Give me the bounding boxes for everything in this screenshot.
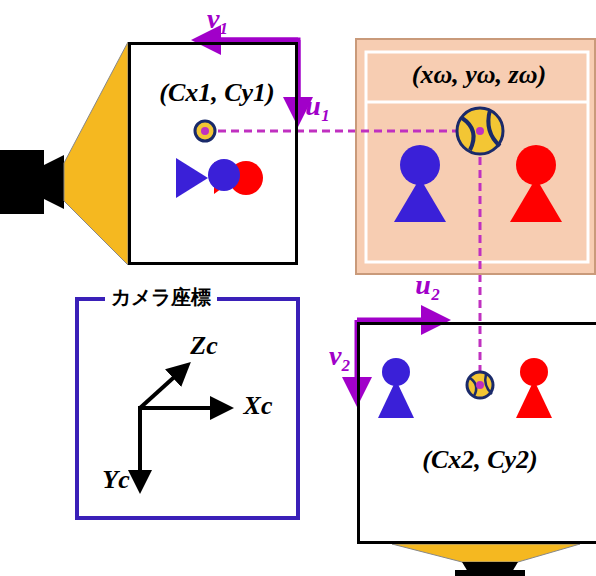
axis-label: u₁ [305,91,330,122]
camera-axes [138,370,222,482]
frame-ground [128,42,298,265]
players-court [394,145,562,222]
court-panel: (xω, yω, zω) [355,38,596,275]
axis-label: Zc [190,332,217,361]
projection-line [205,131,480,385]
box-heading: カメラ座標 [105,286,217,308]
image-coordinate: (Cx2, Cy2) [422,446,538,475]
axis-label: v₁ [207,4,229,35]
axis-label: v₂ [329,341,351,372]
camera-left [0,42,128,265]
players-side [176,158,263,198]
axis-label: Xc [244,392,273,421]
axis-label: Yc [102,466,129,495]
world-coordinate: (xω, yω, zω) [412,61,546,90]
image-frame: (Cx1, Cy1) [128,42,298,265]
court [355,38,596,275]
image-coordinate: (Cx1, Cy1) [159,79,275,108]
players-frame2 [378,358,552,418]
camera-bottom [392,544,580,576]
volleyball [195,108,503,398]
axis-label: u₂ [415,270,440,301]
image-frame: (Cx2, Cy2) [357,322,596,544]
frame-ground [357,322,596,544]
